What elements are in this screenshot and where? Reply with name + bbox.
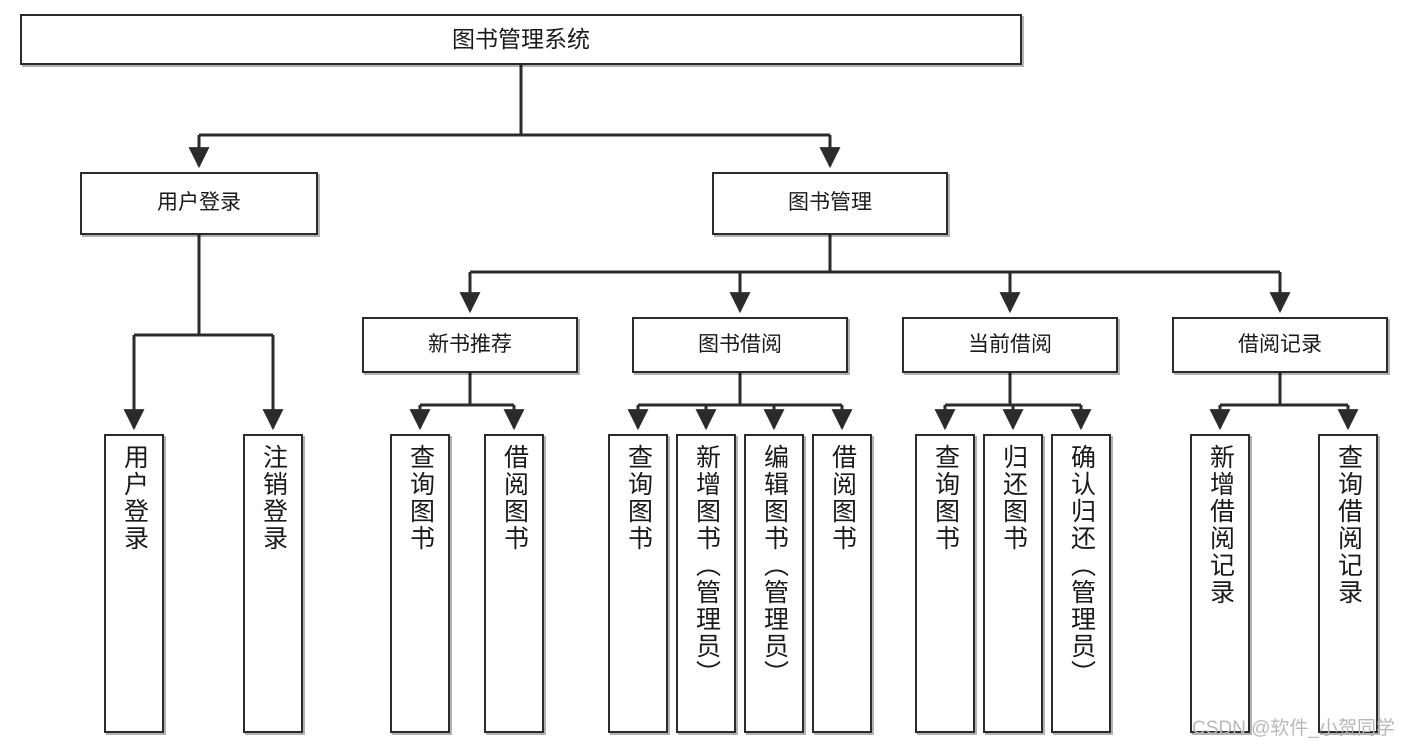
node-root-label: 图书管理系统: [452, 25, 590, 52]
leaf-node-label: 新增图书（管理员）: [692, 444, 721, 687]
leaf-node[interactable]: 借阅图书: [484, 434, 544, 733]
node-new-book-recommend[interactable]: 新书推荐: [362, 317, 578, 373]
leaf-node-label: 查询图书: [406, 444, 435, 552]
node-new-book-recommend-label: 新书推荐: [428, 332, 512, 356]
node-borrow-records[interactable]: 借阅记录: [1172, 317, 1388, 373]
leaf-node[interactable]: 新增图书（管理员）: [676, 434, 736, 733]
leaf-node[interactable]: 用户登录: [104, 434, 164, 733]
leaf-node-label: 归还图书: [999, 444, 1028, 552]
node-book-management[interactable]: 图书管理: [712, 172, 948, 235]
node-user-login-label: 用户登录: [157, 191, 241, 215]
node-current-borrow-label: 当前借阅: [968, 332, 1052, 356]
leaf-node[interactable]: 编辑图书（管理员）: [744, 434, 804, 733]
leaf-node[interactable]: 归还图书: [983, 434, 1043, 733]
leaf-node-label: 新增借阅记录: [1206, 444, 1235, 606]
leaf-node[interactable]: 注销登录: [243, 434, 303, 733]
leaf-node[interactable]: 查询借阅记录: [1318, 434, 1378, 733]
leaf-node[interactable]: 借阅图书: [812, 434, 872, 733]
leaf-node[interactable]: 查询图书: [915, 434, 975, 733]
leaf-node-label: 查询借阅记录: [1334, 444, 1363, 606]
leaf-node-label: 编辑图书（管理员）: [760, 444, 789, 687]
node-current-borrow[interactable]: 当前借阅: [902, 317, 1118, 373]
node-book-management-label: 图书管理: [788, 191, 872, 215]
csdn-watermark: CSDN @软件_小贺同学: [1192, 718, 1395, 739]
leaf-node[interactable]: 新增借阅记录: [1190, 434, 1250, 733]
leaf-node-label: 查询图书: [931, 444, 960, 552]
node-user-login[interactable]: 用户登录: [80, 172, 318, 235]
leaf-node-label: 用户登录: [120, 444, 149, 552]
leaf-node-label: 借阅图书: [828, 444, 857, 552]
leaf-node-label: 查询图书: [624, 444, 653, 552]
node-book-borrow[interactable]: 图书借阅: [632, 317, 848, 373]
leaf-node-label: 注销登录: [259, 444, 288, 552]
node-book-borrow-label: 图书借阅: [698, 332, 782, 356]
leaf-node[interactable]: 查询图书: [390, 434, 450, 733]
leaf-node[interactable]: 查询图书: [608, 434, 668, 733]
leaf-node-label: 确认归还（管理员）: [1067, 444, 1096, 687]
node-borrow-records-label: 借阅记录: [1238, 332, 1322, 356]
node-root[interactable]: 图书管理系统: [20, 14, 1022, 65]
leaf-node[interactable]: 确认归还（管理员）: [1051, 434, 1111, 733]
leaf-node-label: 借阅图书: [500, 444, 529, 552]
